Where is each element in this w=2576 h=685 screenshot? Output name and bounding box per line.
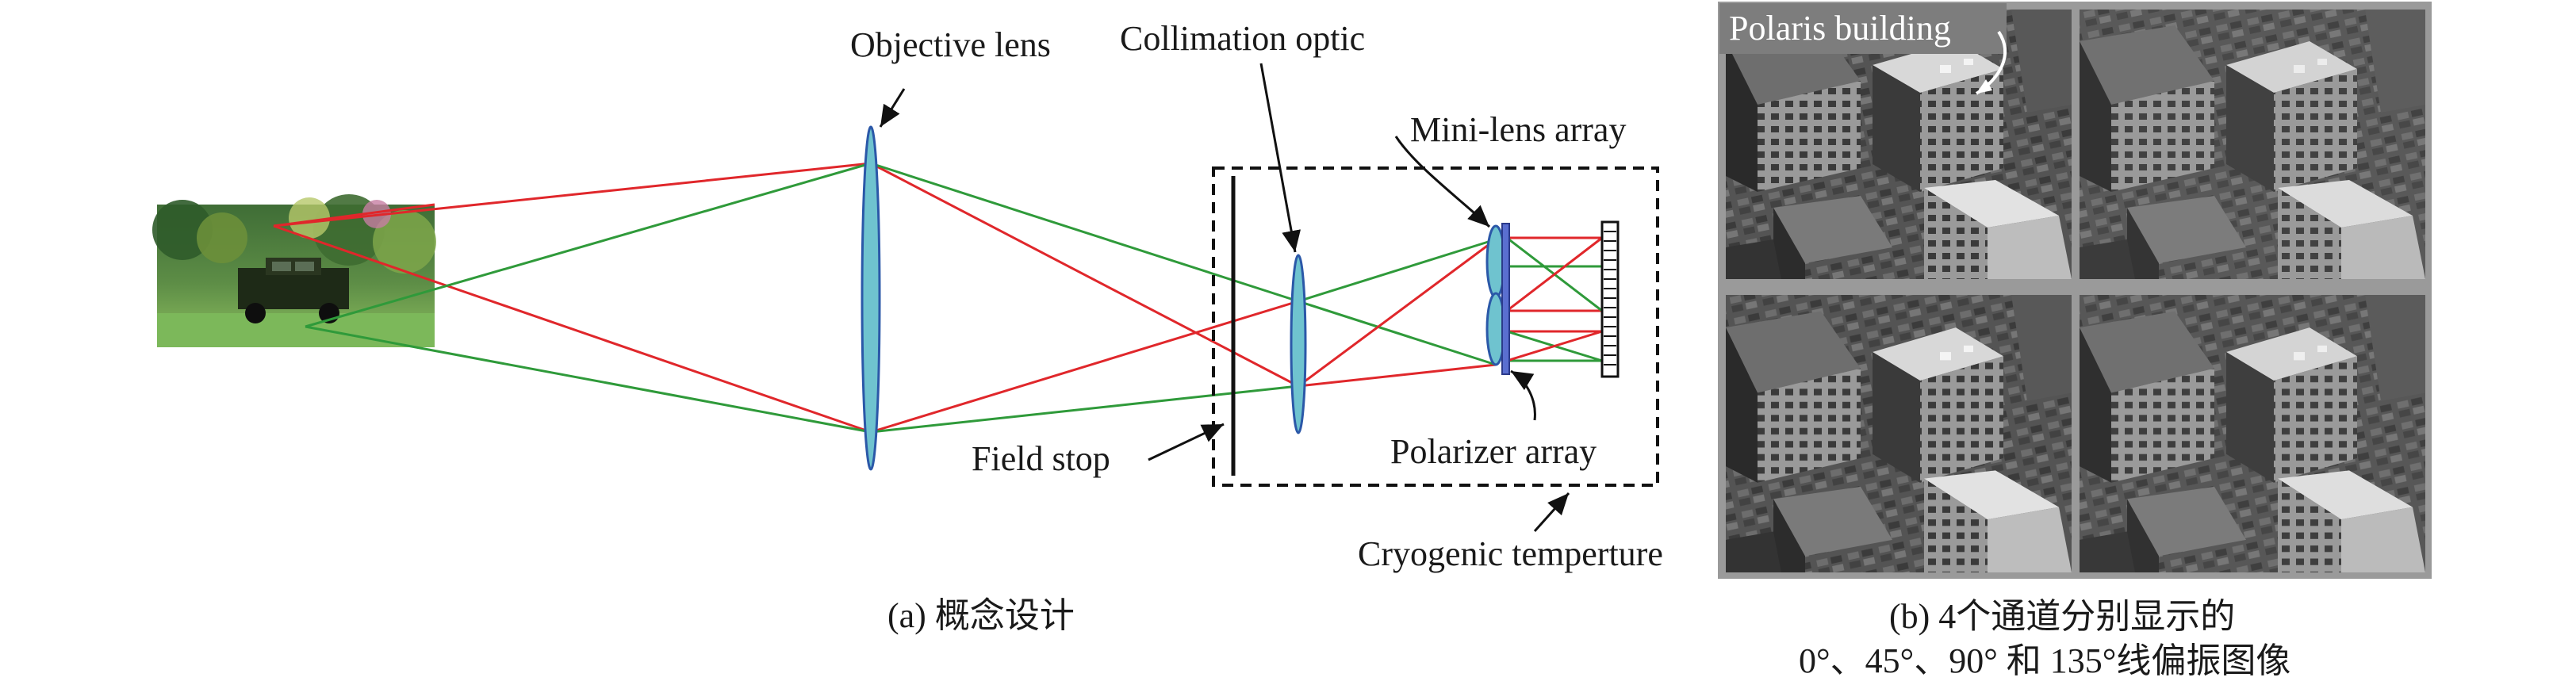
collimation-optic — [1290, 254, 1307, 434]
field-stop-arrow — [1148, 423, 1225, 461]
humvee-vehicle — [238, 258, 349, 323]
field-stop-label: Field stop — [972, 439, 1110, 478]
cryogenic-arrow — [1533, 492, 1570, 533]
polarizer-array-arrow — [1510, 369, 1536, 421]
polarization-tile-90 — [1726, 295, 2072, 572]
collimation-optic-label: Collimation optic — [1120, 19, 1365, 58]
cryogenic-temperature-label: Cryogenic temperture — [1358, 534, 1663, 573]
panel-b: Polaris building (b) 4个通道分别显示的 0°、45°、90… — [1718, 2, 2432, 680]
panel-a: Objective lens Collimation optic Mini-le… — [152, 19, 1663, 635]
scene-image — [152, 194, 436, 347]
callout-arrows — [879, 63, 1570, 533]
detector-array — [1600, 220, 1620, 378]
mini-lens-array-arrow — [1394, 136, 1491, 228]
polarizer-array-label: Polarizer array — [1390, 432, 1597, 471]
objective-lens — [861, 125, 881, 471]
rays — [273, 162, 1603, 434]
panel-b-caption-line1: (b) 4个通道分别显示的 — [1889, 597, 2235, 636]
objective-lens-arrow — [879, 88, 906, 128]
polarization-tile-135 — [2080, 295, 2425, 572]
polaris-building-label: Polaris building — [1729, 9, 1951, 48]
polarization-tile-45 — [2080, 10, 2425, 279]
polarizer-array — [1501, 223, 1510, 375]
panel-a-caption: (a) 概念设计 — [887, 596, 1075, 635]
objective-lens-label: Objective lens — [850, 25, 1051, 64]
polaris-building-callout: Polaris building — [1719, 3, 2007, 95]
panel-b-caption-line2: 0°、45°、90° 和 135°线偏振图像 — [1799, 641, 2290, 680]
mini-lens-array-label: Mini-lens array — [1410, 110, 1626, 149]
collimation-optic-arrow — [1259, 63, 1301, 253]
panel-a-labels: Objective lens Collimation optic Mini-le… — [850, 19, 1663, 635]
cryogenic-dewar-box — [1212, 166, 1659, 487]
